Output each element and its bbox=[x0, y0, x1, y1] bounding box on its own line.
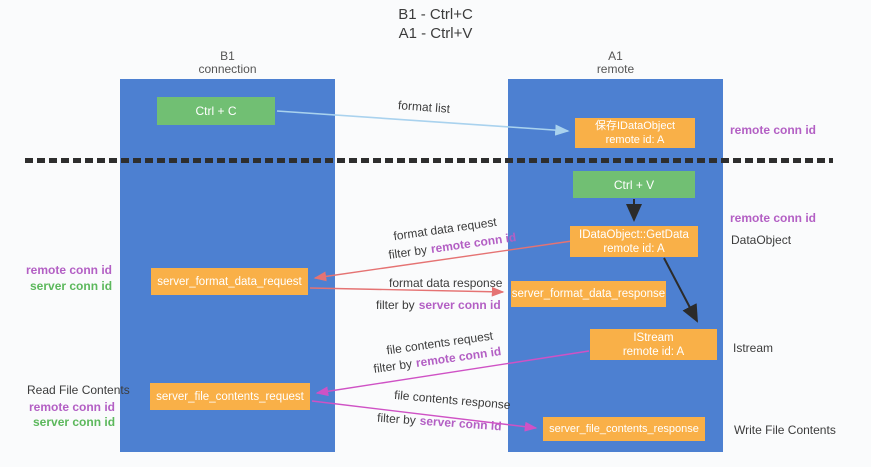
format-data-response-label: format data response bbox=[389, 276, 503, 290]
server-file-contents-response-box: server_file_contents_response bbox=[543, 417, 705, 441]
read-file-contents-label: Read File Contents bbox=[27, 383, 130, 397]
lifeline-b1-name: B1 bbox=[220, 49, 235, 63]
remote-conn-id-label-left2: remote conn id bbox=[29, 400, 116, 414]
istream-box: IStream remote id: A bbox=[590, 329, 717, 360]
server-format-data-response-box: server_format_data_response bbox=[511, 281, 666, 307]
file-contents-request-arrow bbox=[315, 350, 590, 397]
dataobject-label: DataObject bbox=[731, 233, 792, 247]
file-contents-response-arrow bbox=[311, 400, 538, 432]
server-conn-id-label-left2: server conn id bbox=[33, 415, 116, 429]
remote-conn-id-label-top: remote conn id bbox=[730, 123, 817, 137]
server-conn-id-label-left1: server conn id bbox=[30, 279, 113, 293]
server-file-contents-request-box: server_file_contents_request bbox=[150, 383, 310, 410]
remote-conn-id-label-mid: remote conn id bbox=[730, 211, 817, 225]
format-data-response-arrow bbox=[309, 286, 505, 297]
lifeline-a1-name: A1 bbox=[608, 49, 623, 63]
lifeline-header-b1: B1 connection bbox=[120, 50, 335, 76]
istream-side-label: Istream bbox=[733, 341, 774, 355]
diagram-title-line2: A1 - Ctrl+V bbox=[398, 25, 473, 42]
write-file-contents-label: Write File Contents bbox=[734, 423, 836, 437]
format-data-request-arrow bbox=[313, 240, 573, 282]
save-idataobject-line2: remote id: A bbox=[605, 134, 665, 146]
ctrl-v-box: Ctrl + V bbox=[573, 171, 695, 198]
save-idataobject-line1: 保存IDataObject bbox=[594, 120, 676, 132]
lifeline-b1-role: connection bbox=[198, 62, 257, 76]
clipboard-boundary-dashed-line bbox=[25, 158, 833, 163]
server-conn-id-text: server conn id bbox=[418, 298, 501, 312]
lifeline-a1-role: remote bbox=[596, 62, 635, 76]
getdata-line2: remote id: A bbox=[603, 242, 665, 255]
save-idataobject-box: 保存IDataObject remote id: A bbox=[575, 118, 695, 148]
getdata-line1: IDataObject::GetData bbox=[579, 228, 689, 241]
remote-conn-id-label-left1: remote conn id bbox=[26, 263, 113, 277]
istream-line2: remote id: A bbox=[622, 345, 685, 358]
lifeline-header-a1: A1 remote bbox=[508, 50, 723, 76]
istream-line1: IStream bbox=[633, 331, 674, 344]
ctrl-c-box: Ctrl + C bbox=[157, 97, 275, 125]
server-format-data-request-box: server_format_data_request bbox=[151, 268, 308, 295]
idataobject-getdata-box: IDataObject::GetData remote id: A bbox=[570, 226, 698, 257]
format-list-arrow bbox=[276, 110, 570, 136]
getdata-to-istream-arrow bbox=[663, 257, 698, 323]
filter-by-text: filter by bbox=[376, 298, 415, 312]
diagram-title-line1: B1 - Ctrl+C bbox=[398, 6, 473, 23]
